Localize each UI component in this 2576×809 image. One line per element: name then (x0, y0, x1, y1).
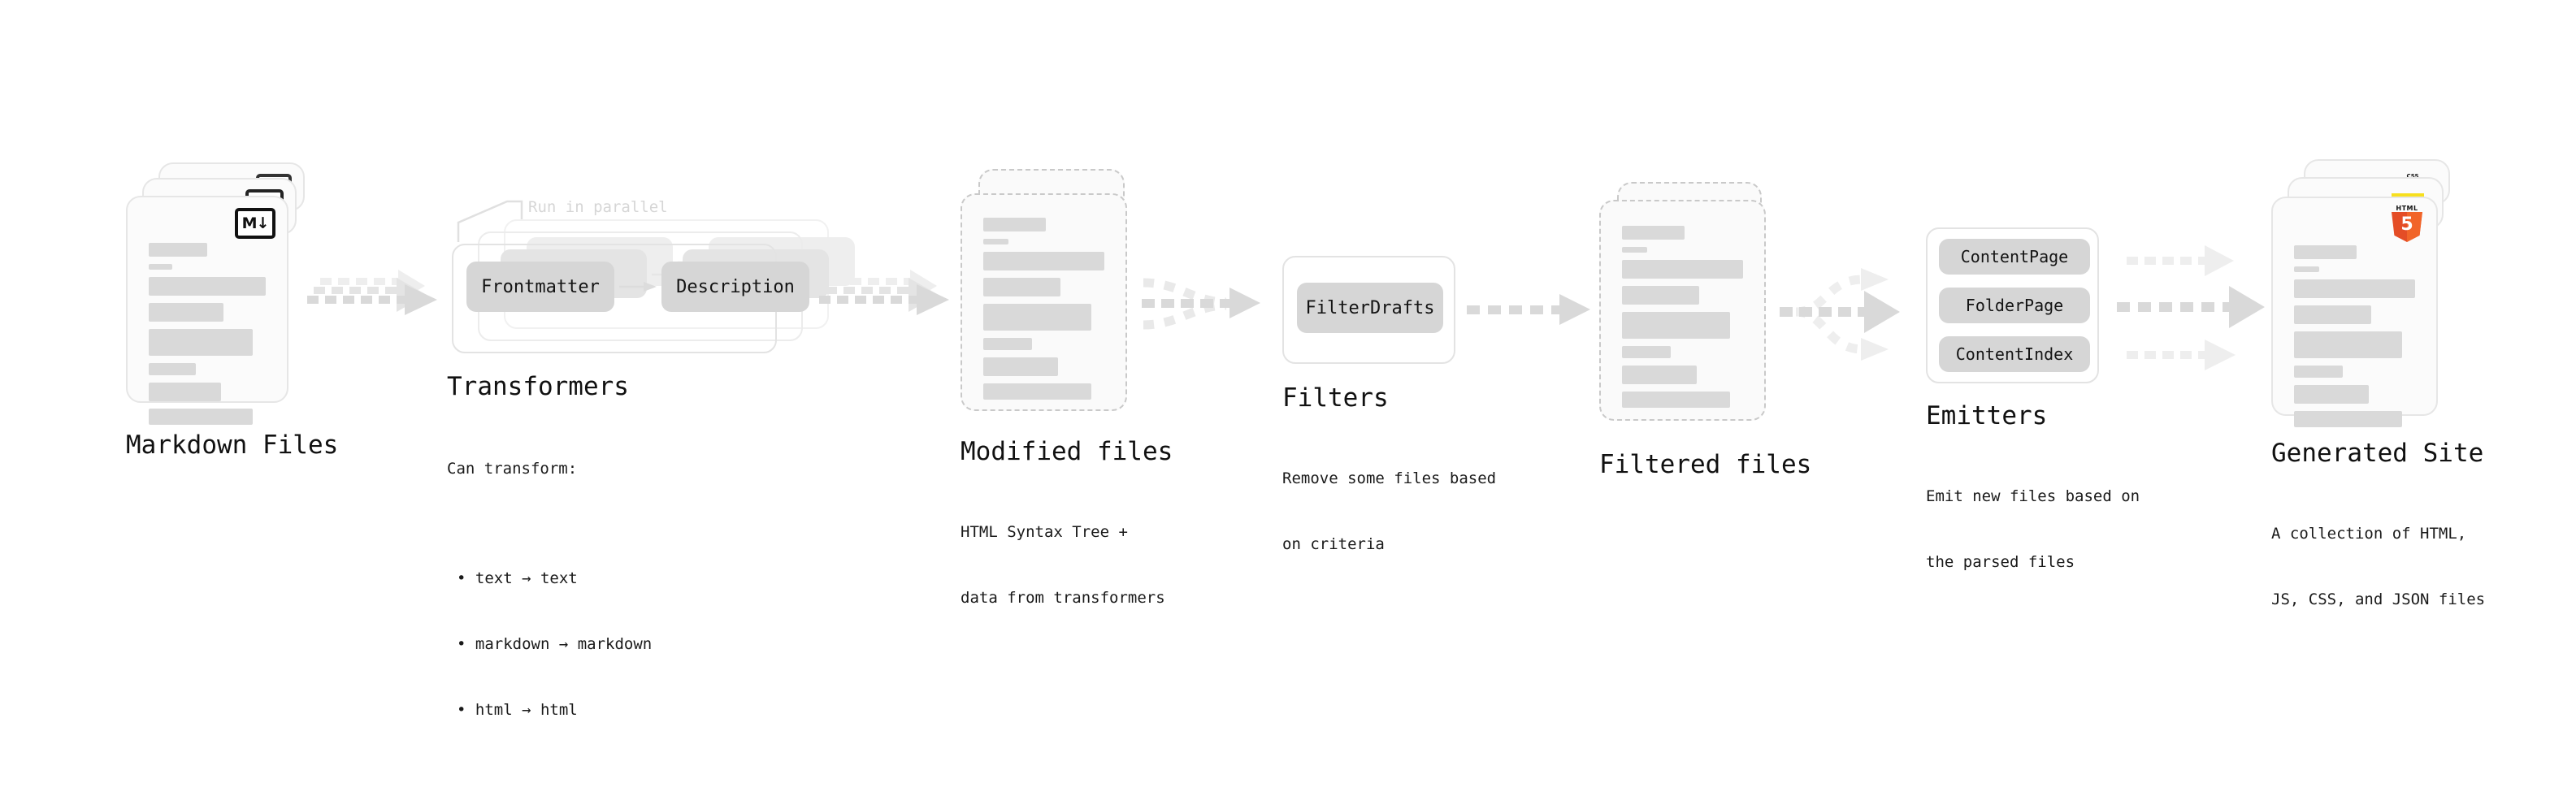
skeleton-bar (2294, 266, 2320, 272)
markdown-icon: M↓ (235, 208, 275, 239)
transformers-bullet: • text → text (457, 569, 578, 587)
stage-title-emitters: Emitters (1926, 401, 2048, 430)
transformer-arrow (619, 282, 657, 292)
skeleton-bar (983, 278, 1061, 296)
connector-md-to-transformers (307, 270, 437, 315)
connector-filtered-to-emitters (1780, 268, 1900, 361)
stage-filtered-files: Filtered files (1599, 182, 1811, 479)
markdown-file-stack: M↓ M↓ M↓ (126, 162, 313, 425)
filtered-card-front (1599, 200, 1766, 421)
markdown-icon-label: M↓ (235, 208, 275, 239)
skeleton-bar (1622, 392, 1730, 408)
skeleton-bar (149, 383, 222, 401)
markdown-card-front: M↓ (126, 196, 288, 425)
pipeline-diagram: M↓ M↓ M↓ (0, 0, 2576, 681)
transformer-pill-frontmatter[interactable]: Frontmatter (466, 262, 614, 312)
skeleton-bar (1622, 260, 1743, 279)
modified-card-front (961, 193, 1127, 411)
skeleton-bar (149, 277, 266, 296)
stage-markdown-files: M↓ M↓ M↓ (126, 162, 338, 460)
connector-modified-to-filters (1142, 278, 1260, 330)
emitter-pill-contentpage[interactable]: ContentPage (1939, 239, 2090, 275)
connector-emitters-to-site (2117, 245, 2265, 370)
generated-card-front: HTML 5 (2271, 197, 2438, 427)
skeleton-bar (2294, 305, 2372, 324)
emitter-pill-folderpage[interactable]: FolderPage (1939, 288, 2090, 323)
stage-modified-files: Modified files HTML Syntax Tree + data f… (961, 169, 1173, 607)
stage-generated-site: CSS HTML 5 (2271, 159, 2485, 608)
transformers-bullet: • html → html (457, 701, 578, 719)
skeleton-bar (149, 409, 254, 425)
stage-title-transformers: Transformers (447, 372, 629, 401)
html5-icon-cap: HTML (2396, 205, 2418, 212)
modified-skeleton (983, 218, 1104, 407)
emitter-pill-contentindex[interactable]: ContentIndex (1939, 336, 2090, 372)
stage-caption-modified-files: HTML Syntax Tree + data from transformer… (961, 478, 1165, 653)
stage-title-filtered-files: Filtered files (1599, 450, 1812, 479)
filters-group: FilterDrafts (1282, 256, 1455, 364)
stage-caption-filters: Remove some files based on criteria (1282, 424, 1496, 599)
skeleton-bar (149, 303, 224, 322)
filtered-file-stack (1599, 182, 1778, 426)
skeleton-bar (2294, 411, 2402, 427)
caption-line: data from transformers (961, 589, 1165, 607)
css3-icon-label: CSS (2406, 173, 2419, 180)
transformer-pill-description[interactable]: Description (661, 262, 809, 312)
caption-line: A collection of HTML, (2271, 525, 2467, 543)
skeleton-bar (149, 363, 196, 375)
skeleton-bar (2294, 245, 2357, 259)
skeleton-bar (983, 218, 1047, 231)
stage-title-modified-files: Modified files (961, 437, 1173, 466)
caption-line: HTML Syntax Tree + (961, 523, 1128, 541)
skeleton-bar (2294, 366, 2343, 378)
caption-line: Emit new files based on (1926, 487, 2140, 505)
skeleton-bar (983, 357, 1059, 376)
connector-transformers-to-modified (819, 270, 949, 315)
modified-file-stack (961, 169, 1139, 421)
run-in-parallel-label: Run in parallel (528, 198, 668, 216)
stage-title-filters: Filters (1282, 383, 1389, 413)
caption-line: Remove some files based (1282, 469, 1497, 487)
stage-caption-generated-site: A collection of HTML, JS, CSS, and JSON … (2271, 479, 2485, 655)
skeleton-bar (1622, 226, 1685, 240)
skeleton-bar (2294, 331, 2402, 358)
stage-caption-emitters: Emit new files based on the parsed files (1926, 442, 2140, 617)
generated-skeleton (2294, 245, 2415, 435)
skeleton-bar (983, 383, 1091, 400)
transformers-bullet-list: • text → text • markdown → markdown • ht… (457, 524, 652, 765)
caption-line: the parsed files (1926, 553, 2075, 571)
filtered-skeleton (1622, 226, 1743, 415)
emitters-group: ContentPage FolderPage ContentIndex (1926, 227, 2099, 383)
skeleton-bar (1622, 346, 1671, 358)
skeleton-bar (149, 264, 172, 270)
caption-line: JS, CSS, and JSON files (2271, 591, 2486, 608)
skeleton-bar (1622, 366, 1698, 384)
skeleton-bar (983, 304, 1091, 331)
transformers-group-front: Frontmatter Description (452, 244, 809, 353)
skeleton-bar (983, 252, 1104, 270)
skeleton-bar (1622, 247, 1648, 253)
skeleton-bar (983, 338, 1032, 350)
skeleton-bar (149, 329, 254, 356)
skeleton-bar (2294, 385, 2370, 404)
stage-caption-transformers: Can transform: • text → text • markdown … (447, 414, 652, 809)
stage-title-markdown-files: Markdown Files (126, 430, 339, 460)
skeleton-bar (149, 243, 207, 257)
skeleton-bar (983, 239, 1009, 244)
transformers-caption-heading: Can transform: (447, 460, 578, 478)
markdown-skeleton (149, 243, 266, 432)
filter-pill-filterdrafts[interactable]: FilterDrafts (1297, 283, 1443, 333)
connector-filters-to-filtered (1467, 294, 1590, 325)
html5-icon-label: 5 (2400, 214, 2413, 235)
caption-line: on criteria (1282, 535, 1385, 553)
skeleton-bar (1622, 312, 1730, 339)
html5-icon: HTML 5 (2391, 205, 2423, 242)
skeleton-bar (2294, 279, 2415, 298)
skeleton-bar (1622, 286, 1700, 305)
transformers-bullet: • markdown → markdown (457, 635, 653, 653)
stage-title-generated-site: Generated Site (2271, 439, 2484, 468)
generated-site-stack: CSS HTML 5 (2271, 159, 2458, 427)
run-in-parallel-bracket (457, 200, 523, 242)
